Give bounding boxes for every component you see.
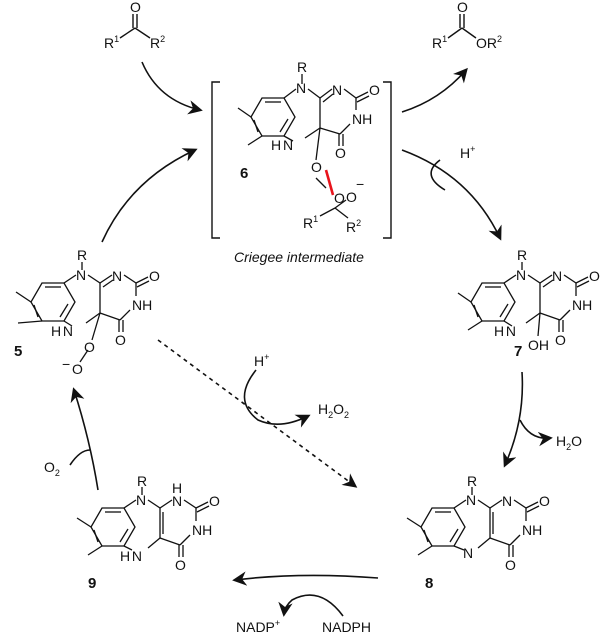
peroxy-o2-5: O — [72, 361, 83, 377]
arrow-7-to-8 — [503, 371, 524, 468]
peroxide-bond — [324, 169, 335, 196]
n5-label: N — [296, 80, 306, 96]
o2-reagent-label: O2 — [44, 459, 60, 478]
o4-label-8: O — [505, 557, 516, 573]
ketone-oxygen: O — [130, 0, 141, 15]
o2-label-9: O — [209, 493, 220, 509]
o2-label-5: O — [149, 268, 160, 284]
r-label-6: R — [297, 59, 307, 75]
peroxy-charge-5: − — [62, 356, 70, 372]
ester-r1: R1 — [432, 34, 447, 51]
flavin-6-structure — [237, 74, 370, 219]
arrow-8-to-9 — [232, 571, 379, 586]
compound-8-number: 8 — [425, 575, 433, 592]
n3-label-5: NH — [132, 297, 152, 313]
arrow-5-to-8-dashed — [157, 339, 358, 488]
nadph-label: NADPH — [322, 619, 371, 635]
ester-structure — [447, 14, 477, 39]
bracket-right — [383, 81, 392, 239]
ketone-structure — [119, 14, 151, 39]
o2-label-6: O — [369, 82, 380, 98]
flavin-5-structure — [15, 262, 150, 363]
n1-label-8: N — [502, 493, 512, 509]
compound-9-number: 9 — [88, 575, 96, 592]
arrow-h-plus-top — [430, 159, 446, 191]
n1-label-5: N — [112, 268, 122, 284]
n3-label-9: NH — [192, 522, 212, 538]
arrow-h-plus-mid — [243, 369, 311, 428]
o2-label-8: O — [539, 493, 550, 509]
n5-label-7: N — [516, 267, 526, 283]
o4-label-6: O — [335, 145, 346, 161]
ketone-r1: R1 — [104, 34, 119, 51]
o2-label-7: O — [589, 268, 600, 284]
arrow-nadph — [278, 594, 344, 617]
compound-5-number: 5 — [14, 343, 22, 360]
arrow-h2o-out — [519, 419, 553, 447]
n10-label-8: N — [463, 545, 473, 561]
n3-label-7: NH — [572, 297, 592, 313]
n1-label-7: N — [552, 268, 562, 284]
n1h-h-label-9: H — [172, 480, 182, 496]
n3-label-6: NH — [352, 111, 372, 127]
reaction-arrows — [69, 61, 553, 617]
criegee-r2: R2 — [346, 218, 361, 235]
h2o2-label: H2O2 — [318, 401, 349, 420]
flavin-8-structure — [406, 487, 540, 557]
flavin-7-structure — [457, 262, 590, 337]
r-label-5: R — [77, 247, 87, 263]
r-label-9: R — [137, 473, 147, 489]
n10h-label-5: NH — [51, 323, 73, 339]
compound-7-number: 7 — [514, 343, 522, 360]
o4-label-7: O — [555, 332, 566, 348]
alkoxide-o: O — [346, 189, 357, 205]
arrow-5-to-6 — [101, 148, 198, 243]
arrow-o2-in — [69, 449, 91, 466]
arrow-ketone-in — [141, 61, 203, 115]
arrow-9-to-5 — [70, 387, 99, 491]
h-plus-top: H+ — [460, 144, 475, 161]
compound-6-number: 6 — [240, 165, 248, 182]
ester-oxygen: O — [457, 0, 468, 15]
n10h-label-6: NH — [271, 137, 293, 153]
alkoxide-charge: − — [356, 176, 364, 192]
flavin-9-structure — [76, 487, 210, 557]
peroxo-o2: O — [334, 190, 345, 206]
arrow-to-ester — [401, 67, 468, 113]
r-label-8: R — [467, 473, 477, 489]
arrow-6-to-7 — [401, 149, 502, 241]
n5-label-5: N — [76, 267, 86, 283]
n10h-label-7: NH — [494, 323, 516, 339]
h2o-label: H2O — [556, 433, 582, 452]
criegee-caption: Criegee intermediate — [234, 249, 364, 265]
peroxy-o1-5: O — [84, 339, 95, 355]
n5-label-8: N — [466, 492, 476, 508]
r-label-7: R — [517, 247, 527, 263]
n1-label-9: N — [172, 493, 182, 509]
h-plus-mid: H+ — [254, 352, 269, 369]
n5-label-9: N — [136, 492, 146, 508]
ester-or2: OR2 — [476, 34, 502, 51]
o4-label-9: O — [175, 557, 186, 573]
n3-label-8: NH — [522, 522, 542, 538]
o4-label-5: O — [115, 332, 126, 348]
ketone-r2: R2 — [150, 34, 165, 51]
nadp-label: NADP+ — [236, 618, 280, 635]
hydroxy-label-7: OH — [528, 337, 549, 353]
n10h-label-9: NH — [120, 548, 142, 564]
n1-label: N — [332, 82, 342, 98]
peroxo-o1: O — [311, 159, 322, 175]
criegee-r1: R1 — [303, 214, 318, 231]
bracket-left — [211, 81, 220, 239]
